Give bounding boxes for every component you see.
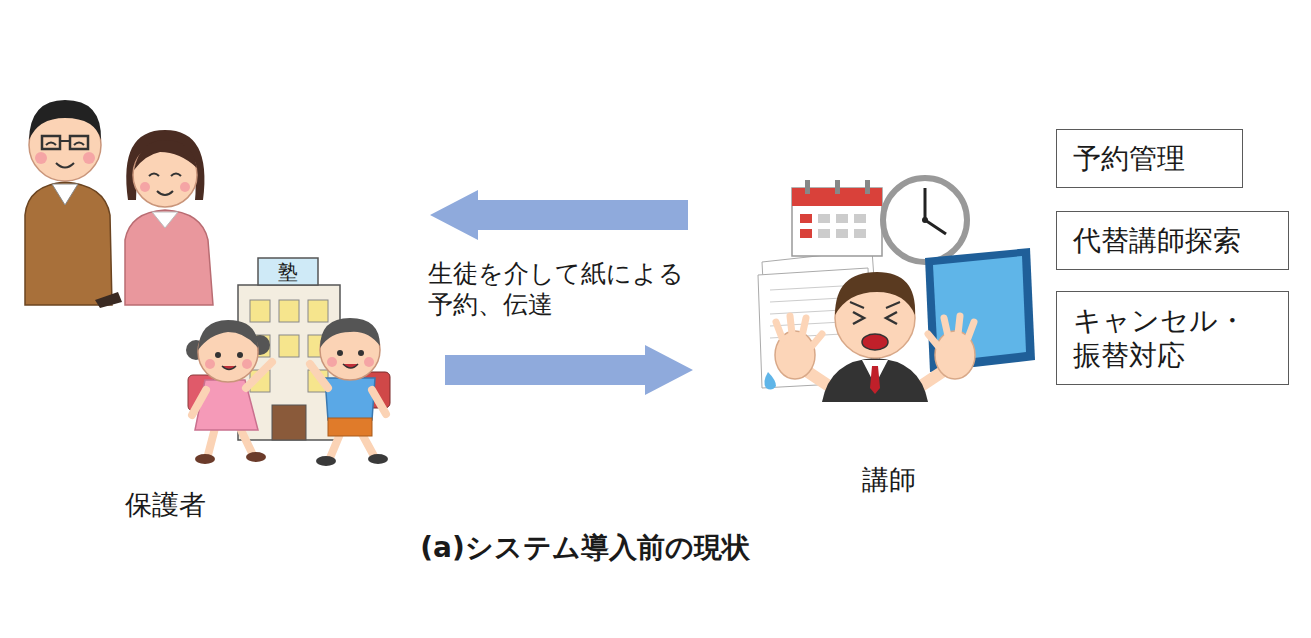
calendar-icon-part <box>835 180 840 194</box>
calendar-icon-part <box>800 229 812 238</box>
girl-figure-part <box>198 320 258 350</box>
parents-figure-part <box>56 163 74 168</box>
girl-figure-part <box>205 359 215 369</box>
box-label: 代替講師探索 <box>1073 223 1241 258</box>
calendar-icon-part <box>805 180 810 194</box>
parents-figure-part <box>157 191 173 195</box>
parents-figure-part <box>83 152 95 164</box>
boy-figure-part <box>316 456 336 466</box>
girl-figure-part <box>192 390 206 415</box>
parents-figure <box>25 100 213 308</box>
girl-figure-part <box>242 359 252 369</box>
parents-figure-part <box>35 152 47 164</box>
parents-figure-part <box>25 182 112 305</box>
girl-figure-part <box>195 454 215 464</box>
sign-text: 塾 <box>278 262 298 282</box>
figure-label: 講師 <box>862 463 1212 497</box>
girl-figure-part <box>240 428 252 453</box>
teacher-figure-part <box>764 372 776 390</box>
parents-figure-part <box>46 143 84 146</box>
figure-caption: (a)システム導入前の現状 <box>365 530 805 565</box>
boy-figure-part <box>327 357 337 367</box>
teacher-figure-part <box>853 312 897 324</box>
boy-figure-part <box>372 390 386 414</box>
boy-figure-part <box>320 318 380 348</box>
school-building-part <box>272 405 306 440</box>
caption-holder: (a)システム導入前の現状 <box>365 530 805 565</box>
label-holder: 塾 <box>258 258 318 285</box>
figure-label: 保護者 <box>125 488 535 522</box>
calendar-icon-part <box>854 214 866 223</box>
parents-figure-part <box>60 140 70 142</box>
parents-figure-part <box>134 140 197 170</box>
girl-figure-part <box>237 352 243 358</box>
box-label: 予約管理 <box>1073 141 1185 176</box>
clock-icon-part <box>922 217 928 223</box>
boy-figure-part <box>362 434 374 456</box>
figure-node: 講師 <box>690 175 1040 505</box>
box-label: キャンセル・ 振替対応 <box>1073 303 1253 373</box>
flow-note: 生徒を介して紙による 予約、伝達 <box>428 258 703 321</box>
clock-icon-part <box>883 178 967 262</box>
clock-icon <box>883 178 967 262</box>
teacher-figure-part <box>835 272 915 315</box>
boy-figure-part <box>343 364 358 368</box>
boy-figure-part <box>325 378 375 420</box>
parents-figure-part <box>29 100 101 140</box>
figure-node: 保護者 <box>20 110 430 530</box>
school-building-part <box>250 300 270 322</box>
calendar-icon-part <box>836 214 848 223</box>
label-holder: 生徒を介して紙による 予約、伝達 <box>428 258 703 328</box>
calendar-icon-part <box>792 188 882 256</box>
girl-figure-part <box>222 366 236 370</box>
boy-figure-part <box>358 350 364 356</box>
teacher-figure-part <box>862 334 888 350</box>
calendar-icon-part <box>854 229 866 238</box>
teacher-figure <box>764 272 975 402</box>
block-arrow <box>430 190 688 240</box>
parents-figure-part <box>125 210 213 305</box>
girl-figure-part <box>215 352 221 358</box>
clock-icon-part <box>925 220 946 234</box>
task-box: 代替講師探索 <box>1056 211 1289 270</box>
school-building-part <box>279 335 299 357</box>
parents-figure-part <box>140 182 150 192</box>
girl-figure <box>186 320 272 464</box>
school-building-part <box>308 300 328 322</box>
girl-figure-part <box>246 452 266 462</box>
boy-figure-part <box>368 454 388 464</box>
boy-figure-part <box>364 357 374 367</box>
boy-figure-part <box>328 418 372 436</box>
parents-figure-part <box>149 174 181 177</box>
boy-figure-part <box>337 350 343 356</box>
teacher-figure-part <box>776 316 822 346</box>
parents-figure-part <box>95 292 122 308</box>
calendar-icon-part <box>818 214 830 223</box>
calendar-icon-part <box>865 180 870 194</box>
calendar-icon <box>792 180 882 256</box>
boy-figure <box>310 318 390 466</box>
parents-figure-part <box>152 212 178 228</box>
task-box: キャンセル・ 振替対応 <box>1056 291 1289 385</box>
school-building-part <box>258 258 318 285</box>
calendar-icon-part <box>818 229 830 238</box>
parents-figure-part <box>180 182 190 192</box>
school-building-part <box>279 300 299 322</box>
teacher-figure-part <box>870 366 880 394</box>
clock-icon-part <box>924 188 927 220</box>
teacher-figure-part <box>822 358 928 402</box>
teacher-figure-part <box>850 302 900 308</box>
girl-figure-part <box>208 428 215 455</box>
task-box: 予約管理 <box>1056 129 1243 188</box>
block-arrow <box>445 345 693 395</box>
boy-figure-part <box>330 434 340 458</box>
calendar-icon-part <box>800 214 812 223</box>
teacher-figure-part <box>928 316 974 346</box>
calendar-icon-part <box>836 229 848 238</box>
parents-figure-part <box>52 184 78 205</box>
